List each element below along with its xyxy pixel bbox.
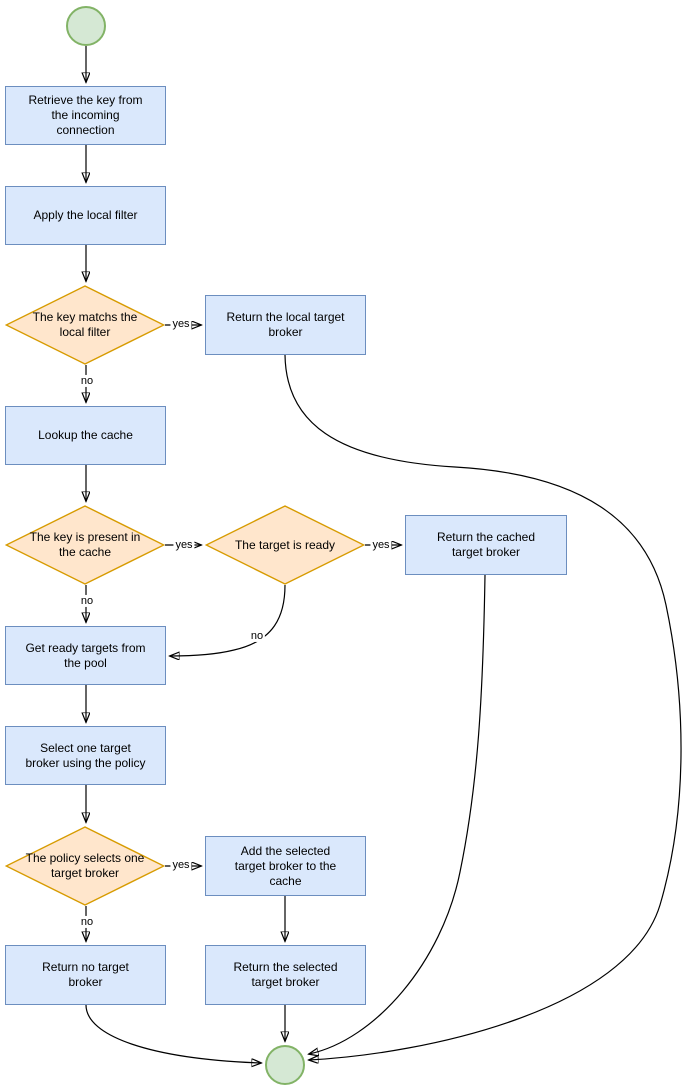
node-label: Select one target broker using the polic…: [25, 740, 146, 770]
diamond-shape: [5, 285, 165, 365]
node-key-present-decision[interactable]: The key is present in the cache: [5, 505, 165, 585]
edge-label-yes: yes: [173, 538, 195, 552]
node-apply-filter[interactable]: Apply the local filter: [5, 186, 166, 245]
node-label: Return the cached target broker: [436, 530, 536, 559]
node-get-ready-targets[interactable]: Get ready targets from the pool: [5, 626, 166, 685]
node-label: Return the local target broker: [226, 310, 345, 339]
node-label: Lookup the cache: [38, 428, 133, 442]
node-label: Return the selected target broker: [233, 960, 338, 989]
node-policy-selects-decision[interactable]: The policy selects one target broker: [5, 826, 165, 906]
diamond-shape: [205, 505, 365, 585]
diamond-shape: [5, 505, 165, 585]
edge-label-yes: yes: [170, 317, 192, 331]
edge-label-no: no: [78, 594, 96, 608]
node-label: Retrieve the key from the incoming conne…: [28, 93, 143, 137]
node-retrieve-key[interactable]: Retrieve the key from the incoming conne…: [5, 86, 166, 145]
node-add-to-cache[interactable]: Add the selected target broker to the ca…: [205, 836, 366, 896]
node-return-cached[interactable]: Return the cached target broker: [405, 515, 567, 575]
node-target-ready-decision[interactable]: The target is ready: [205, 505, 365, 585]
diamond-shape: [5, 826, 165, 906]
edge-label-yes: yes: [170, 858, 192, 872]
node-label: Apply the local filter: [33, 208, 138, 222]
node-return-no[interactable]: Return no target broker: [5, 945, 166, 1005]
node-label: Get ready targets from the pool: [25, 640, 146, 670]
node-select-broker[interactable]: Select one target broker using the polic…: [5, 726, 166, 785]
node-lookup-cache[interactable]: Lookup the cache: [5, 406, 166, 465]
node-key-matches-decision[interactable]: The key matchs the local filter: [5, 285, 165, 365]
node-end[interactable]: [265, 1045, 305, 1085]
node-label: Add the selected target broker to the ca…: [234, 843, 337, 888]
node-return-selected[interactable]: Return the selected target broker: [205, 945, 366, 1005]
edge-label-yes: yes: [370, 538, 392, 552]
edge-returnlocal-to-end: [284, 354, 682, 1060]
edge-label-no: no: [248, 629, 266, 643]
edge-returncached-to-end: [309, 574, 486, 1054]
edge-targetready-no-to-getready: [170, 584, 286, 656]
edge-label-no: no: [78, 915, 96, 929]
edge-label-no: no: [78, 374, 96, 388]
node-start[interactable]: [66, 6, 106, 46]
edge-returnno-to-end: [85, 1004, 261, 1063]
node-label: Return no target broker: [42, 960, 129, 989]
node-return-local[interactable]: Return the local target broker: [205, 295, 366, 355]
